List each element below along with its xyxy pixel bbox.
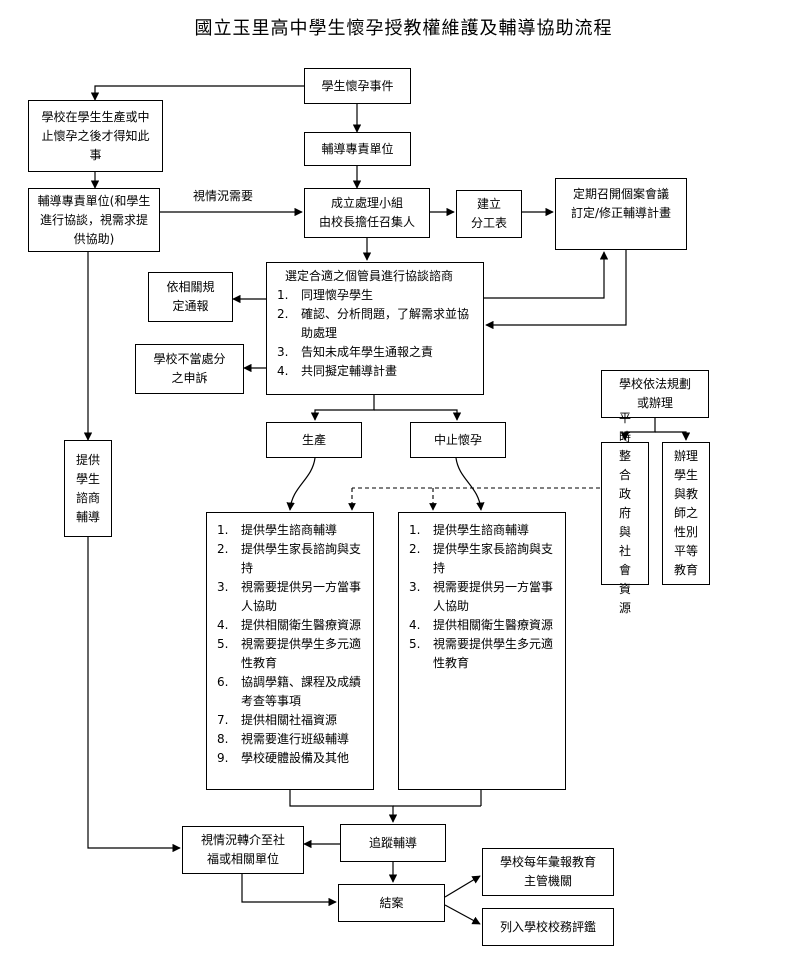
referral-line-1: 視情況轉介至社 <box>200 833 285 847</box>
meeting-line-2: 訂定/修正輔導計畫 <box>570 206 672 220</box>
birth-item: 7.提供相關社福資源 <box>217 713 338 727</box>
birth-list-box: 1.提供學生諮商輔導 2.提供學生家長諮詢與支持 3.視需要提供另一方當事人協助… <box>206 512 374 790</box>
appeal-line-1: 學校不當處分 <box>153 352 226 366</box>
birth-label: 生產 <box>301 432 326 447</box>
report-line-1: 學校每年彙報教育 <box>499 855 596 869</box>
referral-box: 視情況轉介至社 福或相關單位 <box>182 826 304 874</box>
abort-item: 2.提供學生家長諮詢與支持 <box>409 542 554 575</box>
abort-list: 1.提供學生諮商輔導 2.提供學生家長諮詢與支持 3.視需要提供另一方當事人協助… <box>409 521 557 673</box>
abort-item: 4.提供相關衛生醫療資源 <box>409 618 554 632</box>
follow-box: 追蹤輔導 <box>340 824 446 862</box>
follow-label: 追蹤輔導 <box>368 835 417 850</box>
gender-edu-box: 辦理學生與教師之性別平等教育 <box>662 442 710 585</box>
abort-label: 中止懷孕 <box>433 432 482 447</box>
eval-label: 列入學校校務評鑑 <box>499 919 596 934</box>
integrate-box: 平時整合政府與社會資源 <box>601 411 649 615</box>
meeting-line-1: 定期召開個案會議 <box>572 187 669 201</box>
school-aware-label: 學校在學生生產或中止懷孕之後才得知此事 <box>41 109 150 162</box>
birth-list: 1.提供學生諮商輔導 2.提供學生家長諮詢與支持 3.視需要提供另一方當事人協助… <box>217 521 365 768</box>
consult-item: 4.共同擬定輔導計畫 <box>277 364 398 378</box>
consult-item: 2.確認、分析問題，了解需求並協助處理 <box>277 307 470 340</box>
law-line-1: 學校依法規劃 <box>618 377 691 391</box>
report-line-2: 主管機關 <box>523 874 572 888</box>
close-box: 結案 <box>338 884 445 922</box>
notify-line-1: 依相關規 <box>166 280 215 294</box>
division-line-2: 分工表 <box>470 216 507 230</box>
abort-item: 1.提供學生諮商輔導 <box>409 523 530 537</box>
team-line-2: 由校長擔任召集人 <box>318 215 415 229</box>
birth-item: 9.學校硬體設備及其他 <box>217 751 350 765</box>
integrate-label: 平時整合政府與社會資源 <box>618 411 631 615</box>
birth-item: 2.提供學生家長諮詢與支持 <box>217 542 362 575</box>
page-title: 國立玉里高中學生懷孕授教權維護及輔導協助流程 <box>194 18 613 39</box>
birth-item: 8.視需要進行班級輔導 <box>217 732 350 746</box>
referral-line-2: 福或相關單位 <box>206 852 279 866</box>
birth-item: 4.提供相關衛生醫療資源 <box>217 618 362 632</box>
consult-title: 選定合適之個管員進行協談諮商 <box>285 269 454 283</box>
birth-item: 5.視需要提供學生多元適性教育 <box>217 637 362 670</box>
notify-box: 依相關規 定通報 <box>148 272 233 322</box>
meeting-box: 定期召開個案會議 訂定/修正輔導計畫 <box>555 178 687 250</box>
law-line-2: 或辦理 <box>636 396 673 410</box>
unit-left-label: 輔導專責單位(和學生進行協談，視需求提供協助) <box>37 193 151 246</box>
appeal-box: 學校不當處分 之申訴 <box>135 344 244 394</box>
notify-line-2: 定通報 <box>172 299 209 313</box>
close-label: 結案 <box>379 895 404 910</box>
eval-box: 列入學校校務評鑑 <box>482 908 614 946</box>
school-aware-box: 學校在學生生產或中止懷孕之後才得知此事 <box>28 100 163 172</box>
unit-left-box: 輔導專責單位(和學生進行協談，視需求提供協助) <box>28 188 160 252</box>
consult-box: 選定合適之個管員進行協談諮商 1.同理懷孕學生 2.確認、分析問題，了解需求並協… <box>266 262 484 395</box>
division-box: 建立 分工表 <box>456 190 522 238</box>
unit-top-box: 輔導專責單位 <box>304 132 411 166</box>
division-line-1: 建立 <box>476 197 501 211</box>
abort-item: 3.視需要提供另一方當事人協助 <box>409 580 554 613</box>
provide-label: 提供學生諮商輔導 <box>75 452 100 524</box>
law-box: 學校依法規劃 或辦理 <box>601 370 709 418</box>
appeal-line-2: 之申訴 <box>171 371 208 385</box>
event-label: 學生懷孕事件 <box>321 78 394 93</box>
abort-list-box: 1.提供學生諮商輔導 2.提供學生家長諮詢與支持 3.視需要提供另一方當事人協助… <box>398 512 566 790</box>
event-box: 學生懷孕事件 <box>304 68 411 104</box>
birth-box: 生產 <box>266 422 362 458</box>
unit-top-label: 輔導專責單位 <box>321 141 394 156</box>
birth-item: 3.視需要提供另一方當事人協助 <box>217 580 362 613</box>
birth-item: 6.協調學籍、課程及成績考查等事項 <box>217 675 362 708</box>
gender-edu-label: 辦理學生與教師之性別平等教育 <box>673 449 698 577</box>
abort-item: 5.視需要提供學生多元適性教育 <box>409 637 554 670</box>
team-box: 成立處理小組 由校長擔任召集人 <box>304 188 430 238</box>
provide-box: 提供學生諮商輔導 <box>64 440 112 537</box>
consult-item: 3.告知未成年學生通報之責 <box>277 345 434 359</box>
consult-item: 1.同理懷孕學生 <box>277 288 374 302</box>
consult-list: 1.同理懷孕學生 2.確認、分析問題，了解需求並協助處理 3.告知未成年學生通報… <box>277 286 475 381</box>
abort-box: 中止懷孕 <box>410 422 506 458</box>
team-line-1: 成立處理小組 <box>330 196 403 210</box>
report-box: 學校每年彙報教育 主管機關 <box>482 848 614 896</box>
birth-item: 1.提供學生諮商輔導 <box>217 523 338 537</box>
as-needed-label: 視情況需要 <box>193 189 254 203</box>
